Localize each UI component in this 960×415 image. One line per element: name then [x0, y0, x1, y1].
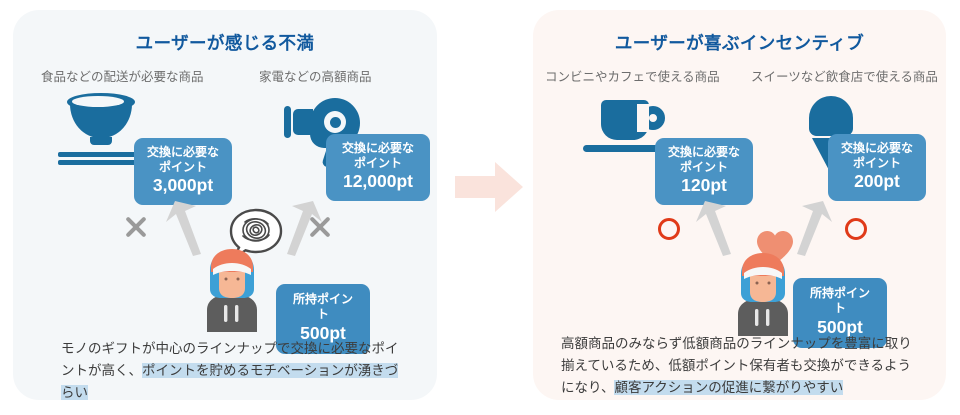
badge-value: 3,000pt [152, 175, 214, 196]
left-description: モノのギフトが中心のラインナップで交換に必要なポイントが高く、ポイントを貯めるモ… [61, 338, 399, 404]
left-description-plain: モノのギフトが中心のラインナップで交換に必要なポイントが高く、 [61, 341, 399, 378]
right-item-2-caption: スイーツなど飲食店で使える商品 [751, 70, 938, 84]
right-o-mark-1-icon [658, 218, 680, 240]
right-item-1-caption: コンビニやカフェで使える商品 [545, 70, 720, 84]
right-description-plain: 高額商品のみならず低額商品のラインナップを豊富に取り揃えているため、低額ポイント… [561, 336, 912, 395]
badge-line-1: 交換に必要な [341, 141, 414, 155]
left-x-mark-2-icon [307, 214, 333, 240]
person-avatar [738, 253, 788, 336]
badge-line-2: ポイント [679, 159, 728, 174]
left-owned-points-badge: 所持ポイント 500pt [276, 284, 370, 354]
badge-line-1: 交換に必要な [146, 145, 219, 159]
owned-points-value: 500pt [300, 323, 346, 343]
right-item-1-required-points-badge: 交換に必要な ポイント 120pt [655, 138, 753, 205]
badge-value: 200pt [854, 171, 900, 192]
left-panel-title: ユーザーが感じる不満 [135, 33, 315, 53]
left-arrow-up-1-icon [166, 201, 201, 256]
right-panel: ユーザーが喜ぶインセンティブ コンビニやカフェで使える商品 スイーツなど飲食店で… [533, 10, 946, 400]
right-arrow-icon [455, 162, 523, 212]
left-item-2-required-points-badge: 交換に必要な ポイント 12,000pt [326, 134, 430, 201]
badge-line-2: ポイント [158, 159, 207, 174]
left-item-1-required-points-badge: 交換に必要な ポイント 3,000pt [134, 138, 232, 205]
scribble-thought-bubble-icon [229, 208, 283, 262]
badge-line-1: 交換に必要な [840, 141, 913, 155]
badge-line-1: 交換に必要な [667, 145, 740, 159]
right-description: 高額商品のみならず低額商品のラインナップを豊富に取り揃えているため、低額ポイント… [561, 333, 921, 399]
left-x-mark-1-icon [123, 214, 149, 240]
left-panel: ユーザーが感じる不満 食品などの配送が必要な商品 家電などの高額商品 交換に必要… [13, 10, 437, 400]
right-arrow-up-1-icon [696, 201, 731, 256]
owned-points-label: 所持ポイント [292, 292, 353, 321]
right-arrow-up-2-icon [797, 201, 832, 256]
right-owned-points-badge: 所持ポイント 500pt [793, 278, 887, 348]
badge-value: 120pt [681, 175, 727, 196]
right-panel-title: ユーザーが喜ぶインセンティブ [614, 33, 865, 53]
badge-value: 12,000pt [342, 171, 414, 192]
owned-points-label: 所持ポイント [809, 286, 870, 315]
coffee-cup-icon [583, 100, 691, 164]
left-item-1-caption: 食品などの配送が必要な商品 [41, 70, 204, 84]
person-avatar [207, 249, 257, 332]
badge-line-2: ポイント [353, 155, 402, 170]
right-o-mark-2-icon [845, 218, 867, 240]
badge-line-2: ポイント [852, 155, 901, 170]
owned-points-value: 500pt [817, 317, 863, 337]
left-item-2-caption: 家電などの高額商品 [259, 70, 372, 84]
rice-bowl-icon [58, 93, 160, 165]
right-description-highlight: 顧客アクションの促進に繋がりやすい [614, 379, 844, 395]
right-item-2-required-points-badge: 交換に必要な ポイント 200pt [828, 134, 926, 201]
